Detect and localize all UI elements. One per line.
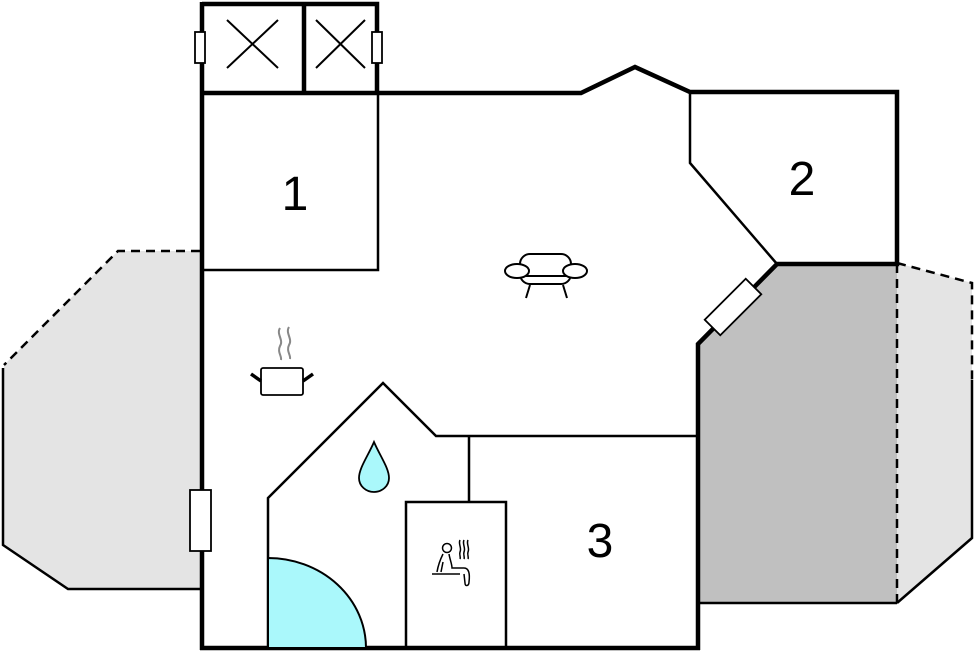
sauna-icon [432,539,471,587]
shower-quarter-circle [267,556,368,649]
right-terrace-outer [896,261,974,604]
window-skylight-left [194,31,206,64]
left-terrace [1,249,200,591]
room-label-1: 1 [281,168,309,221]
cooking-pot-icon [249,326,315,396]
window-diagonal [703,277,763,337]
skylight-x-icon [226,19,366,69]
water-drop-icon [358,439,390,493]
room-label-3: 3 [586,515,614,568]
room-label-2: 2 [788,153,816,206]
window-skylight-right [371,31,383,64]
right-terrace-covered [698,264,899,605]
windows [189,31,763,552]
window-left-wall [189,489,212,552]
sofa-icon [504,253,588,299]
inner-walls [202,92,778,648]
